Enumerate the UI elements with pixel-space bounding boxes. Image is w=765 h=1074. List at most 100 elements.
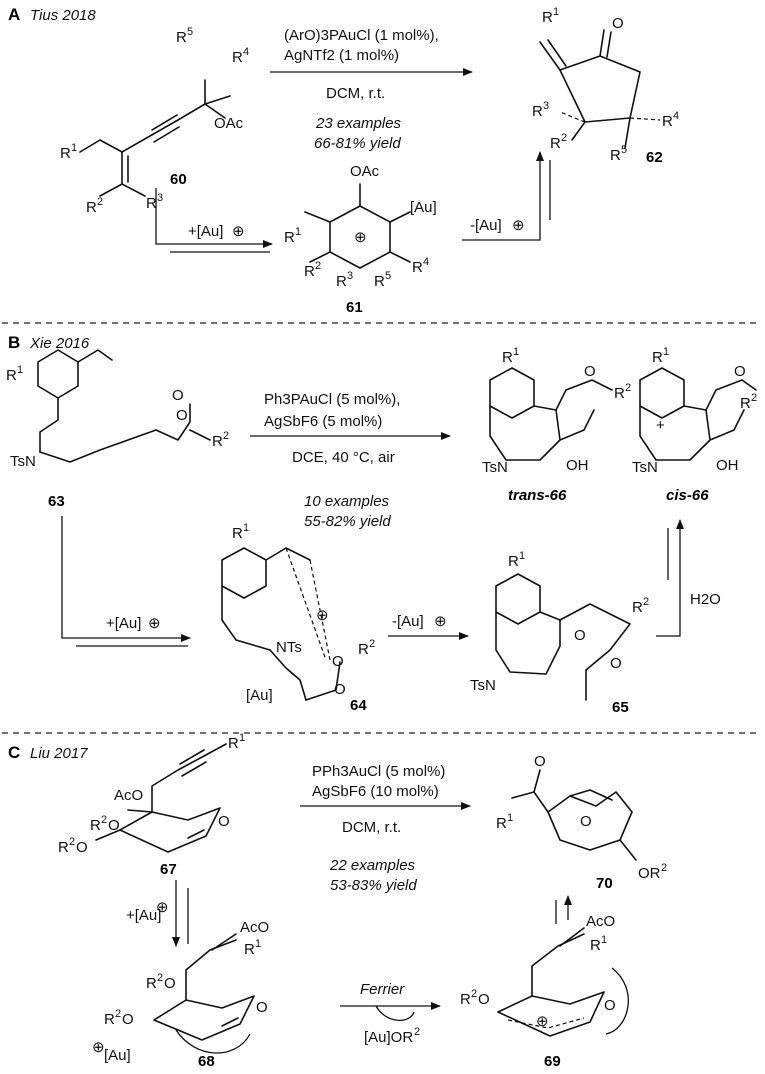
svg-text:⊕: ⊕	[354, 229, 367, 246]
scope-a-2: 66-81% yield	[314, 135, 401, 152]
svg-text:2: 2	[471, 988, 477, 1000]
svg-text:R: R	[212, 433, 223, 450]
scope-b-1: 10 examples	[304, 493, 390, 510]
svg-text:1: 1	[663, 346, 669, 358]
svg-text:O: O	[176, 407, 188, 424]
svg-text:O: O	[334, 681, 346, 698]
scope-c-1: 22 examples	[329, 857, 416, 874]
compound-63-label: 63	[48, 493, 65, 510]
svg-text:R: R	[550, 135, 561, 152]
compound-65-label: 65	[612, 699, 629, 716]
svg-text:O: O	[584, 363, 596, 380]
mechanism-arrow-b-1	[61, 516, 191, 642]
compound-69-label: 69	[544, 1053, 561, 1070]
svg-text:R: R	[232, 49, 243, 66]
svg-text:2: 2	[369, 638, 375, 650]
section-b-letter: B	[8, 333, 20, 352]
svg-text:O: O	[108, 817, 120, 834]
compound-65-structure	[495, 573, 631, 701]
compound-64-label: 64	[350, 697, 367, 714]
section-a-letter: A	[8, 5, 20, 24]
svg-text:R: R	[532, 103, 543, 120]
svg-text:R: R	[284, 229, 295, 246]
compound-69-structure	[497, 927, 629, 1037]
svg-text:TsN: TsN	[632, 459, 658, 476]
svg-text:OR: OR	[638, 865, 661, 882]
svg-text:1: 1	[295, 226, 301, 238]
svg-text:2: 2	[751, 392, 757, 404]
svg-text:R: R	[652, 349, 663, 366]
reagent-a-2: AgNTf2 (1 mol%)	[284, 47, 399, 64]
conditions-c: DCM, r.t.	[342, 819, 401, 836]
svg-text:R: R	[460, 991, 471, 1008]
compound-70-structure	[511, 769, 637, 861]
compound-67-structure	[95, 743, 227, 853]
mechanism-arrow-b-3	[656, 519, 684, 637]
svg-text:R: R	[508, 553, 519, 570]
reagent-b-1: Ph3PAuCl (5 mol%),	[264, 391, 400, 408]
svg-text:1: 1	[507, 812, 513, 824]
svg-text:O: O	[76, 839, 88, 856]
scope-a-1: 23 examples	[315, 115, 402, 132]
svg-text:1: 1	[255, 938, 261, 950]
svg-text:⊕: ⊕	[316, 607, 329, 624]
svg-text:O: O	[534, 753, 546, 770]
svg-text:NTs: NTs	[276, 639, 302, 656]
svg-text:4: 4	[243, 46, 249, 58]
svg-text:O: O	[332, 653, 344, 670]
svg-text:5: 5	[621, 144, 627, 156]
svg-text:3: 3	[543, 100, 549, 112]
svg-text:R: R	[662, 113, 673, 130]
mechanism-arrow-a-1	[155, 188, 273, 248]
svg-text:R: R	[336, 273, 347, 290]
svg-text:4: 4	[423, 256, 429, 268]
svg-text:R: R	[232, 525, 243, 542]
svg-text:2: 2	[315, 260, 321, 272]
svg-text:R: R	[228, 735, 239, 752]
svg-text:R: R	[590, 937, 601, 954]
svg-text:O: O	[122, 1011, 134, 1028]
step-label-a-2: -[Au]	[470, 217, 502, 234]
svg-text:2: 2	[101, 814, 107, 826]
svg-text:⊕: ⊕	[156, 899, 169, 916]
svg-text:1: 1	[239, 732, 245, 744]
step-label-c-1: +[Au]	[126, 907, 161, 924]
svg-text:1: 1	[17, 364, 23, 376]
svg-text:R: R	[502, 349, 513, 366]
svg-text:3: 3	[347, 270, 353, 282]
svg-text:AcO: AcO	[586, 913, 615, 930]
svg-text:2: 2	[625, 382, 631, 394]
scope-c-2: 53-83% yield	[330, 877, 417, 894]
reagent-c-2: AgSbF6 (10 mol%)	[312, 783, 439, 800]
svg-text:AcO: AcO	[240, 919, 269, 936]
svg-text:[Au]: [Au]	[246, 687, 273, 704]
svg-text:2: 2	[115, 1008, 121, 1020]
svg-text:R: R	[374, 273, 385, 290]
section-c-author: Liu 2017	[30, 745, 88, 762]
svg-text:3: 3	[157, 192, 163, 204]
svg-text:R: R	[412, 259, 423, 276]
conditions-b: DCE, 40 °C, air	[292, 449, 395, 466]
compound-64-structure	[221, 547, 341, 701]
compound-61-label: 61	[346, 299, 363, 316]
compound-62-label: 62	[646, 149, 663, 166]
svg-text:5: 5	[385, 270, 391, 282]
svg-text:5: 5	[187, 26, 193, 38]
svg-text:⊕: ⊕	[434, 613, 447, 630]
svg-text:R: R	[6, 367, 17, 384]
svg-text:⊕: ⊕	[232, 223, 245, 240]
svg-text:OAc: OAc	[214, 115, 244, 132]
svg-text:TsN: TsN	[10, 453, 36, 470]
compound-trans-66-structure	[489, 367, 613, 461]
svg-text:R: R	[496, 815, 507, 832]
svg-text:R: R	[610, 147, 621, 164]
svg-text:[Au]OR: [Au]OR	[364, 1029, 413, 1046]
svg-text:⊕: ⊕	[92, 1039, 105, 1056]
svg-text:TsN: TsN	[470, 677, 496, 694]
svg-text:R: R	[58, 839, 69, 856]
svg-text:2: 2	[661, 862, 667, 874]
svg-text:1: 1	[513, 346, 519, 358]
svg-text:OH: OH	[566, 457, 589, 474]
